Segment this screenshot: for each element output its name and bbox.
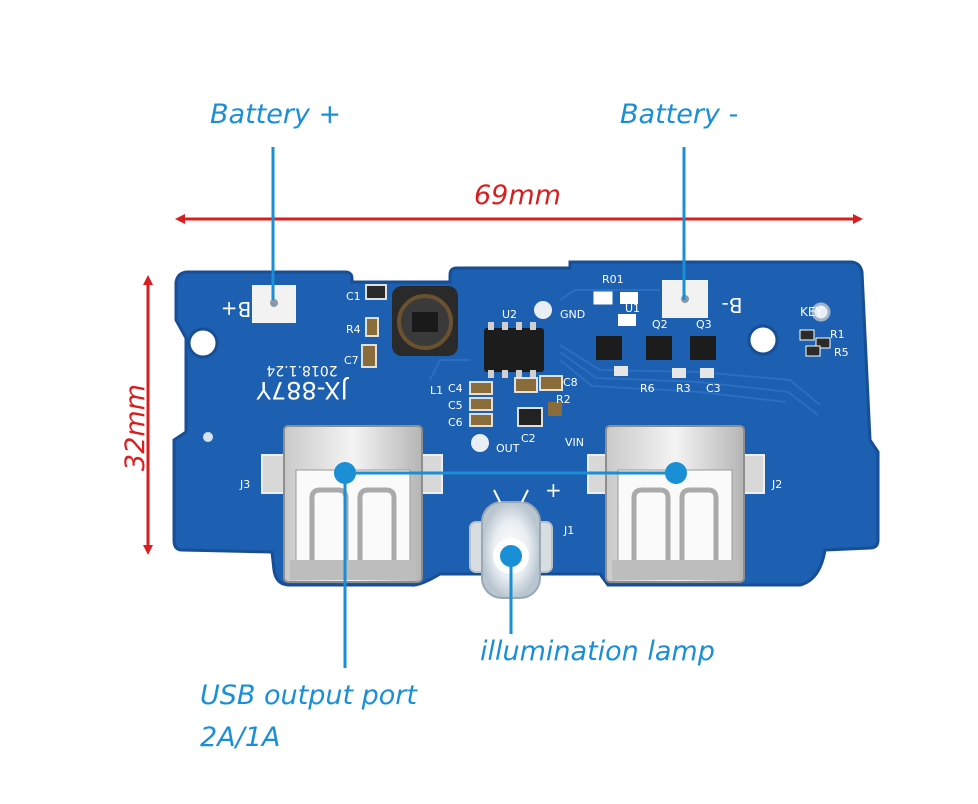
silk-vin: VIN <box>565 436 584 449</box>
silk-u2: U2 <box>502 308 517 321</box>
mounting-hole-left <box>187 327 219 359</box>
silk-plus: + <box>545 478 562 502</box>
label-usb-output-line2: 2A/1A <box>200 722 281 753</box>
silk-r3: R3 <box>676 382 691 395</box>
silk-j2: J2 <box>771 478 782 491</box>
usb-port-left <box>261 425 443 583</box>
via-left <box>203 432 213 442</box>
dot-usb-left <box>334 462 356 484</box>
silk-c7: C7 <box>344 354 359 367</box>
ic-u2 <box>484 322 544 378</box>
label-usb-output-line1: USB output port <box>200 680 417 711</box>
callout-lines <box>271 147 686 668</box>
silk-key: KEY <box>800 305 823 319</box>
callout-dots <box>334 462 687 567</box>
label-battery-plus: Battery + <box>210 99 342 130</box>
pcb-traces <box>429 289 821 416</box>
silk-q3: Q3 <box>696 318 712 331</box>
silk-c5: C5 <box>448 399 463 412</box>
gnd-pad <box>534 301 552 319</box>
label-illumination: illumination lamp <box>480 636 715 667</box>
silk-r01: R01 <box>602 273 624 286</box>
silk-l1: L1 <box>430 384 443 397</box>
silk-gnd: GND <box>560 308 585 321</box>
inductor-l1 <box>392 286 458 356</box>
silk-q2: Q2 <box>652 318 668 331</box>
silk-c8: C8 <box>563 376 578 389</box>
silk-model: JX-887Y <box>256 376 350 404</box>
label-width: 69mm <box>474 180 561 211</box>
silk-r6: R6 <box>640 382 655 395</box>
silk-out: OUT <box>496 442 520 455</box>
dot-usb-right <box>665 462 687 484</box>
silk-c2: C2 <box>521 432 536 445</box>
silk-r2: R2 <box>556 393 571 406</box>
b-plus-pad-hole <box>270 299 278 307</box>
silk-c3: C3 <box>706 382 721 395</box>
silk-r5: R5 <box>834 346 849 359</box>
label-height: 32mm <box>119 384 151 471</box>
mounting-hole-right <box>747 324 779 356</box>
silk-date: 2018.1.24 <box>266 362 337 378</box>
smd-components <box>361 284 831 427</box>
silk-j3: J3 <box>239 478 250 491</box>
out-pad <box>471 434 489 452</box>
silk-c6: C6 <box>448 416 463 429</box>
silk-r1: R1 <box>830 328 845 341</box>
usb-port-right <box>587 425 765 583</box>
silk-refs: C1 R4 C7 L1 C4 C5 C6 C8 R2 C2 U2 U1 Q2 Q… <box>239 273 849 537</box>
silk-j1: J1 <box>563 524 574 537</box>
silk-r4: R4 <box>346 323 361 336</box>
silk-c1: C1 <box>346 290 361 303</box>
transistors-q <box>596 336 716 360</box>
dot-led <box>500 545 522 567</box>
pcb-board: B+ B- <box>172 260 880 599</box>
silk-b-plus: B+ <box>221 297 251 321</box>
silk-c4: C4 <box>448 382 463 395</box>
silk-u1: U1 <box>625 302 640 315</box>
label-battery-minus: Battery - <box>620 99 739 130</box>
silk-b-minus: B- <box>722 293 743 317</box>
key-pad <box>811 302 831 322</box>
